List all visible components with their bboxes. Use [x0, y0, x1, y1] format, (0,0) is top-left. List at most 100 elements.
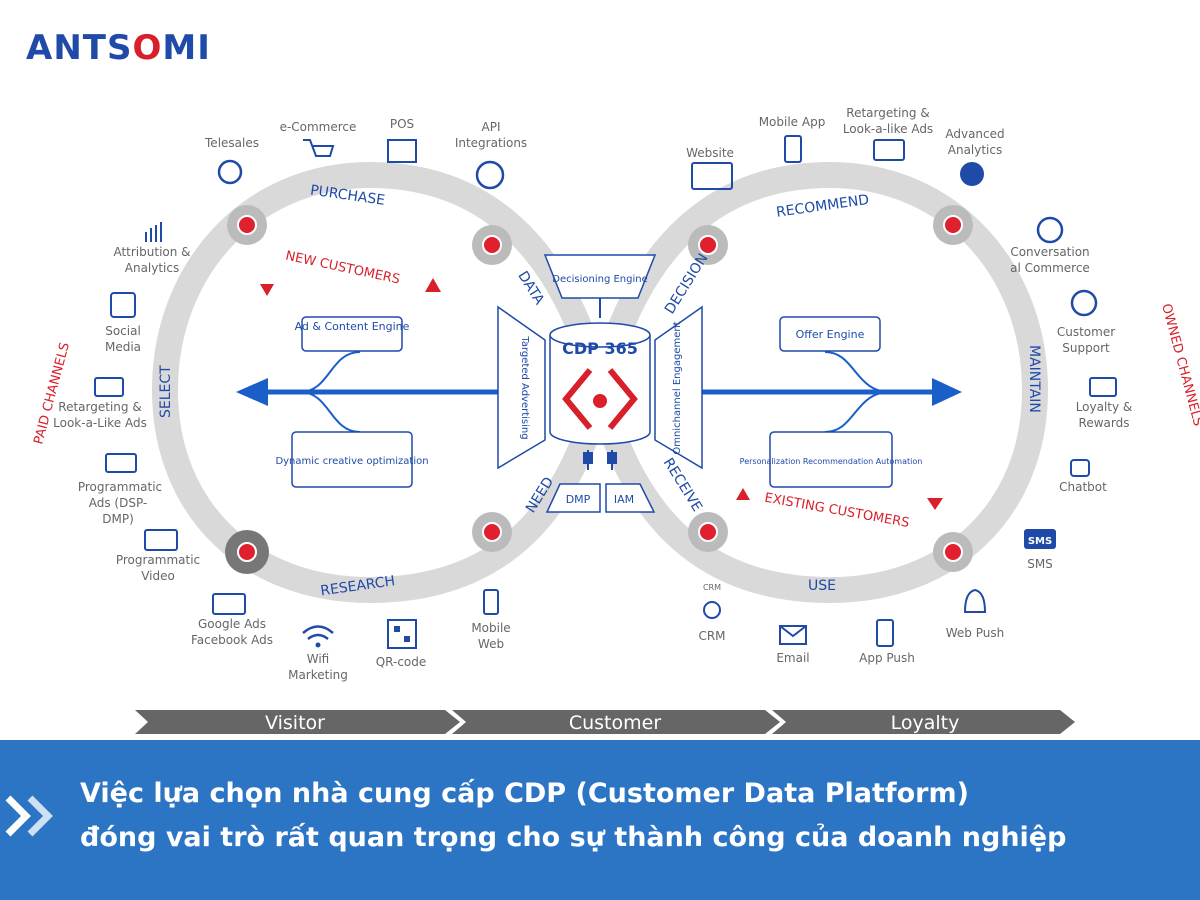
svg-text:Dynamic creative optimization: Dynamic creative optimization: [275, 456, 428, 467]
ad-devices-icon: [873, 139, 905, 161]
api-item: API Integrations: [455, 120, 527, 190]
red-triangle-icon: [425, 278, 441, 292]
svg-text:CRM: CRM: [703, 583, 721, 592]
svg-text:Integrations: Integrations: [455, 136, 527, 150]
existing-customers-label: EXISTING CUSTOMERS: [763, 491, 910, 531]
smart-tv-icon: [144, 529, 178, 551]
webpush-item: Web Push: [946, 588, 1004, 640]
svg-text:Retargeting &: Retargeting &: [846, 106, 929, 120]
targeted-advertising-box: Targeted Advertising: [497, 305, 546, 470]
personalization-box: Personalization Recommendation Automatio…: [740, 431, 923, 488]
svg-text:Support: Support: [1062, 341, 1110, 355]
svg-text:API: API: [482, 120, 501, 134]
caption-line-1: Việc lựa chọn nhà cung cấp CDP (Customer…: [80, 778, 969, 809]
email-item: Email: [776, 625, 810, 665]
svg-text:Analytics: Analytics: [125, 261, 180, 275]
dsp-screen-icon: [105, 453, 137, 473]
node-research: [225, 530, 269, 574]
svg-text:Advanced: Advanced: [945, 127, 1004, 141]
left-arrow: [236, 351, 500, 433]
svg-text:Video: Video: [141, 569, 175, 583]
svg-text:POS: POS: [390, 117, 414, 131]
cart-icon: [303, 139, 335, 157]
crm-item: CRM CRM: [698, 583, 725, 643]
sms-bubble-icon: [1024, 529, 1056, 549]
svg-text:Facebook Ads: Facebook Ads: [191, 633, 273, 647]
ad-screen-icon: [94, 377, 124, 397]
loyalty-item: Loyalty & Rewards: [1076, 377, 1133, 430]
svg-text:IAM: IAM: [614, 493, 634, 506]
apppush-item: App Push: [859, 619, 915, 665]
svg-text:Rewards: Rewards: [1079, 416, 1130, 430]
phone-icon: [483, 589, 499, 615]
svg-text:Telesales: Telesales: [204, 136, 259, 150]
offer-engine-box: Offer Engine: [779, 316, 881, 352]
svg-text:Mobile: Mobile: [471, 621, 510, 635]
store-icon: [387, 139, 417, 163]
double-chevron-icon: [5, 795, 53, 837]
svg-text:Chatbot: Chatbot: [1059, 480, 1107, 494]
new-customers-label: NEW CUSTOMERS: [284, 249, 401, 288]
cdp-logo-icon: [562, 368, 638, 430]
svg-text:Look-a-like Ads: Look-a-like Ads: [843, 122, 933, 136]
svg-text:CRM: CRM: [698, 629, 725, 643]
chatbot-item: Chatbot: [1059, 459, 1107, 494]
svg-text:Ad & Content Engine: Ad & Content Engine: [295, 320, 410, 333]
decisioning-engine-box: Decisioning Engine: [543, 254, 657, 318]
svg-text:Programmatic: Programmatic: [116, 553, 200, 567]
svg-text:DMP): DMP): [102, 512, 134, 526]
svg-text:App Push: App Push: [859, 651, 915, 665]
node-decision: [688, 225, 728, 265]
support-headset-icon: [1070, 289, 1098, 317]
label-recommend: RECOMMEND: [775, 192, 870, 221]
right-arrow: [700, 351, 962, 433]
loop-nodes: [225, 205, 973, 574]
svg-text:Marketing: Marketing: [288, 668, 348, 682]
svg-text:Programmatic: Programmatic: [78, 480, 162, 494]
website-item: Website: [686, 146, 734, 190]
qr-item: QR-code: [376, 619, 427, 669]
headset-icon: [217, 159, 243, 185]
crm-network-icon: [703, 601, 721, 619]
dmp-box: DMP: [545, 450, 601, 513]
svg-text:Look-a-Like Ads: Look-a-Like Ads: [53, 416, 147, 430]
node-purchase-left: [227, 205, 267, 245]
browser-icon: [691, 162, 733, 190]
svg-text:QR-code: QR-code: [376, 655, 427, 669]
antsomi-logo: ANTSOMI: [26, 28, 211, 68]
dynamic-creative-box: Dynamic creative optimization: [275, 431, 429, 488]
ads-device-icon: [212, 593, 246, 615]
svg-text:Loyalty &: Loyalty &: [1076, 400, 1133, 414]
stage-loyalty: Loyalty: [891, 712, 960, 734]
svg-text:Customer: Customer: [1057, 325, 1115, 339]
bell-icon: [963, 588, 987, 613]
svg-text:DMP: DMP: [566, 493, 591, 506]
telesales-item: Telesales: [204, 136, 259, 185]
ad-content-engine-box: Ad & Content Engine: [295, 316, 410, 352]
stage-visitor: Visitor: [265, 712, 325, 734]
pos-item: POS: [387, 117, 417, 163]
owned-channels-label: OWNED CHANNELS: [1158, 302, 1200, 428]
stage-customer: Customer: [569, 712, 661, 734]
gift-card-icon: [1089, 377, 1117, 397]
svg-text:Decisioning Engine: Decisioning Engine: [552, 274, 648, 285]
svg-text:SMS: SMS: [1027, 557, 1053, 571]
svg-text:Media: Media: [105, 340, 141, 354]
node-receive: [688, 512, 728, 552]
mobile-app-item: Mobile App: [759, 115, 825, 163]
svg-text:Personalization Recommendation: Personalization Recommendation Automatio…: [740, 457, 923, 466]
qr-code-icon: [387, 619, 417, 649]
paid-channels-label: PAID CHANNELS: [31, 341, 73, 446]
svg-text:Web: Web: [478, 637, 504, 651]
